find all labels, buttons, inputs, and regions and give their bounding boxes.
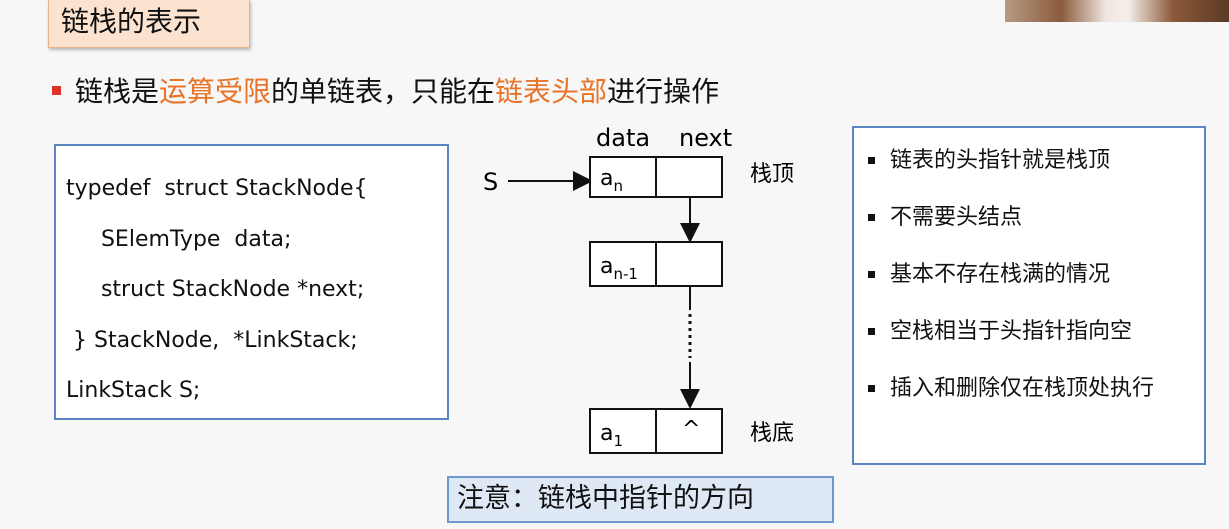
properties-box: 链表的头指针就是栈顶 不需要头结点 基本不存在栈满的情况 空栈相当于头指针指向空… xyxy=(852,126,1206,465)
code-line: struct StackNode *next; xyxy=(66,277,365,302)
presenter-video-thumbnail xyxy=(1005,0,1229,22)
intro-post: 进行操作 xyxy=(607,75,720,108)
node-bottom-next-cell xyxy=(655,408,723,454)
intro-pre: 链栈是 xyxy=(75,75,160,108)
header-data-label: data xyxy=(596,124,650,152)
code-line: SElemType data; xyxy=(66,226,292,252)
node-top-value: an xyxy=(600,166,623,195)
list-item: 链表的头指针就是栈顶 xyxy=(868,146,1204,176)
code-line: } StackNode, *LinkStack; xyxy=(66,327,358,353)
linked-stack-diagram: data next S an 栈顶 an-1 a1 ^ 栈底 xyxy=(483,124,794,454)
node-mid-next-cell xyxy=(655,241,723,287)
stack-pointer-label: S xyxy=(483,168,498,196)
slide-title: 链栈的表示 xyxy=(48,0,250,48)
list-item: 空栈相当于头指针指向空 xyxy=(868,317,1204,347)
node-bottom-value: a1 xyxy=(600,421,623,450)
intro-highlight-2: 链表头部 xyxy=(495,75,608,108)
bullet-marker-icon xyxy=(52,85,61,95)
note-box: 注意：链栈中指针的方向 xyxy=(447,476,834,523)
code-block: typedef struct StackNode{ SElemType data… xyxy=(54,144,449,420)
node-mid-data-cell xyxy=(589,241,657,287)
node-top-next-cell xyxy=(655,156,723,198)
intro-line: 链栈是运算受限的单链表，只能在链表头部进行操作 xyxy=(52,72,719,112)
list-item: 基本不存在栈满的情况 xyxy=(868,260,1204,290)
node-mid-value: an-1 xyxy=(600,254,638,283)
node-bottom-data-cell xyxy=(589,408,657,454)
stack-bottom-label: 栈底 xyxy=(750,421,794,446)
list-item: 插入和删除仅在栈顶处执行 xyxy=(868,364,1204,414)
list-item: 不需要头结点 xyxy=(868,203,1204,233)
code-line: typedef struct StackNode{ xyxy=(66,176,368,201)
stack-top-label: 栈顶 xyxy=(750,162,794,187)
intro-highlight-1: 运算受限 xyxy=(159,75,272,108)
header-next-label: next xyxy=(679,124,732,152)
null-pointer-symbol: ^ xyxy=(682,417,700,442)
code-line: LinkStack S; xyxy=(66,378,201,403)
intro-mid: 的单链表，只能在 xyxy=(271,75,496,108)
